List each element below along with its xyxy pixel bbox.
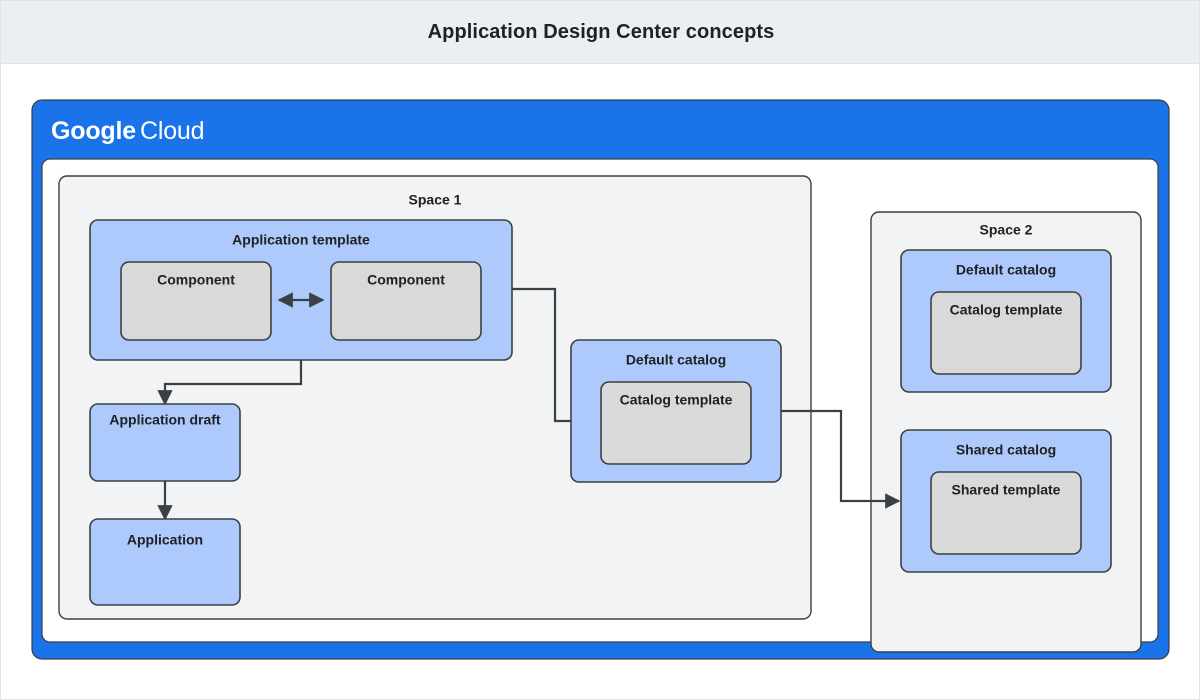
node-application-rect[interactable]	[89, 518, 241, 606]
node-application-template-label: Application template	[232, 232, 370, 248]
node-application-draft[interactable]: Application draft	[89, 403, 241, 482]
node-default-catalog-space2-label: Default catalog	[956, 262, 1056, 278]
node-shared-template-rect[interactable]	[930, 471, 1082, 555]
space-1-label: Space 1	[409, 192, 462, 208]
node-catalog-template-space1-rect[interactable]	[600, 381, 752, 465]
node-component-left-label: Component	[157, 272, 235, 288]
page-title: Application Design Center concepts	[427, 20, 775, 43]
node-component-right[interactable]: Component	[330, 261, 482, 341]
diagram-canvas: Google Cloud Space 1 Space 2	[1, 64, 1199, 699]
google-cloud-logo-cloud: Cloud	[140, 117, 204, 145]
node-component-left-rect[interactable]	[120, 261, 272, 341]
node-catalog-template-space2[interactable]: Catalog template	[930, 291, 1082, 375]
node-shared-catalog[interactable]: Shared catalog Shared template	[900, 429, 1112, 573]
node-application-draft-rect[interactable]	[89, 403, 241, 482]
node-component-left[interactable]: Component	[120, 261, 272, 341]
connector-template-to-draft	[157, 360, 303, 406]
node-component-right-rect[interactable]	[330, 261, 482, 341]
space-2-label: Space 2	[980, 222, 1033, 238]
node-default-catalog-space2[interactable]: Default catalog Catalog template	[900, 249, 1112, 393]
node-component-right-label: Component	[367, 272, 445, 288]
node-catalog-template-space2-label: Catalog template	[950, 302, 1063, 318]
architecture-diagram: Google Cloud Space 1 Space 2	[31, 99, 1170, 660]
node-application[interactable]: Application	[89, 518, 241, 606]
node-shared-template-label: Shared template	[952, 482, 1061, 498]
node-shared-catalog-label: Shared catalog	[956, 442, 1056, 458]
connector-default-catalog-to-shared-catalog	[781, 409, 901, 509]
page-title-bar: Application Design Center concepts	[1, 1, 1199, 64]
node-default-catalog-space1-label: Default catalog	[626, 352, 726, 368]
node-catalog-template-space1-label: Catalog template	[620, 392, 733, 408]
node-catalog-template-space1[interactable]: Catalog template	[600, 381, 752, 465]
node-default-catalog-space1[interactable]: Default catalog Catalog template	[570, 339, 782, 483]
node-application-label: Application	[127, 532, 203, 548]
google-cloud-logo-google: Google	[51, 117, 136, 145]
node-application-draft-label: Application draft	[109, 412, 221, 428]
node-application-template[interactable]: Application template Component Component	[89, 219, 513, 361]
node-shared-template[interactable]: Shared template	[930, 471, 1082, 555]
node-catalog-template-space2-rect[interactable]	[930, 291, 1082, 375]
